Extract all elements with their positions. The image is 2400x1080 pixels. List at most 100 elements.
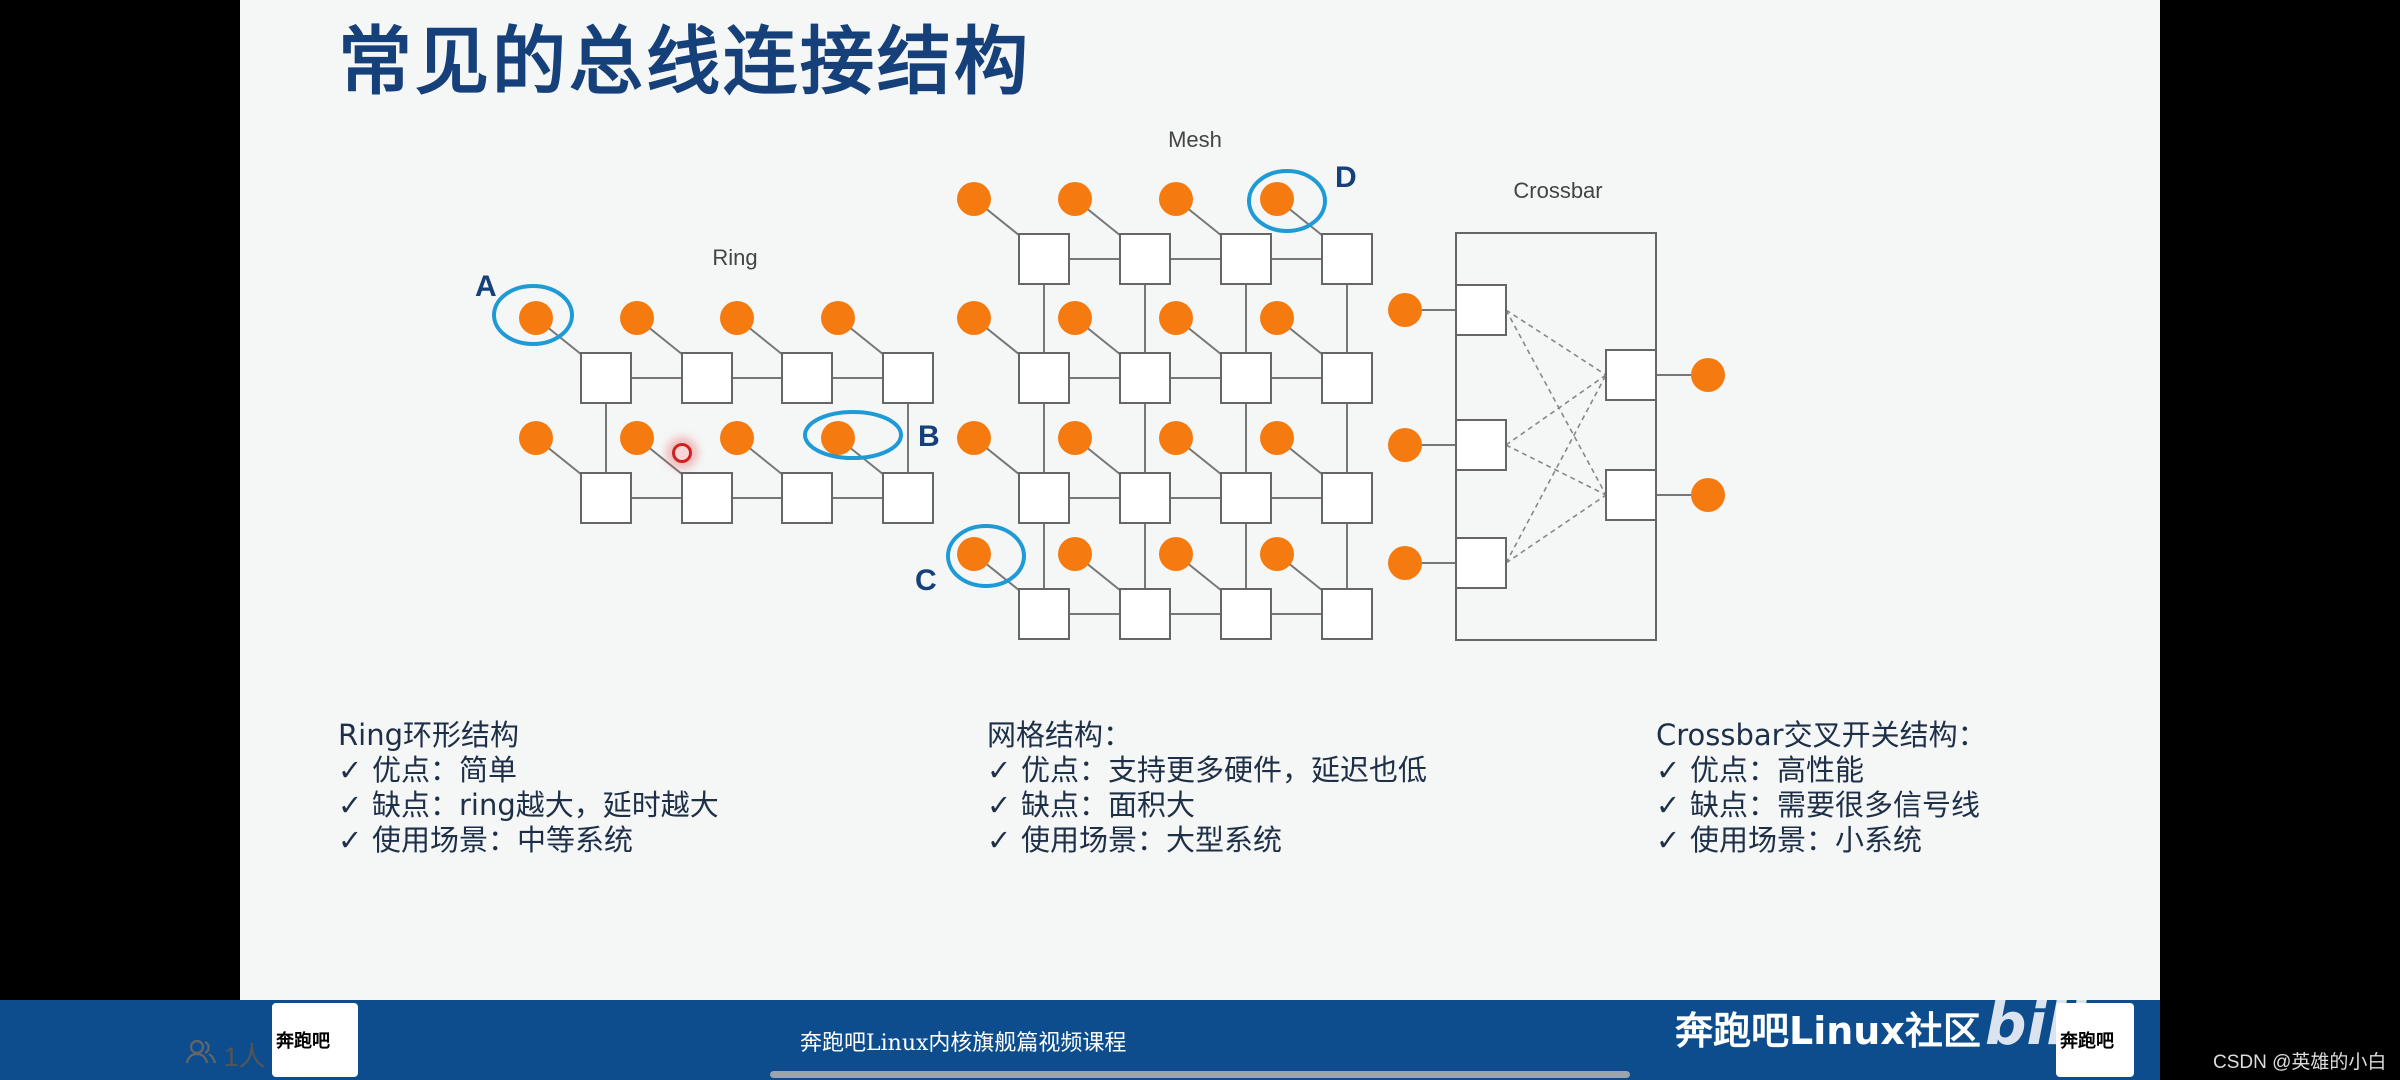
router-box [580,472,632,524]
penguin-logo-icon: 奔跑吧 [2056,1003,2134,1077]
label-a: A [475,270,497,303]
core-node [957,421,991,455]
crossbar-diagram [1388,232,1725,641]
core-node [1159,301,1193,335]
port-box [1455,284,1507,336]
router-box [1321,233,1373,285]
router-box [882,352,934,404]
router-box [1119,588,1171,640]
router-box [1018,588,1070,640]
core-node [1260,421,1294,455]
core-node [957,537,991,571]
crossbar-heading: Crossbar交叉开关结构： [1656,718,1987,752]
core-node [1159,421,1193,455]
router-box [1220,233,1272,285]
ring-heading: Ring环形结构 [338,718,519,752]
core-node [1058,182,1092,216]
core-node [957,301,991,335]
mesh-caption: Mesh [1168,127,1222,152]
mesh-heading: 网格结构： [987,718,1133,752]
router-box [1018,472,1070,524]
router-box [882,472,934,524]
core-node [720,301,754,335]
video-footer-bar [0,1000,2160,1080]
penguin-logo-icon: 奔跑吧 [272,1003,358,1077]
check-icon: ✓ [1656,823,1681,857]
label-c: C [915,564,937,597]
router-box [1220,472,1272,524]
check-icon: ✓ [1656,788,1681,822]
crossbar-link [1505,309,1607,496]
router-box [781,352,833,404]
router-box [1018,352,1070,404]
core-node [1388,546,1422,580]
list-item: ✓使用场景：小系统 [1656,823,1923,857]
crossbar-link [1505,444,1607,496]
crossbar-link [1505,374,1607,446]
list-item: ✓优点：支持更多硬件，延迟也低 [987,753,1428,787]
router-box [1119,472,1171,524]
label-d: D [1335,161,1357,194]
router-box [1119,352,1171,404]
list-item: ✓缺点：需要很多信号线 [1656,788,1981,822]
router-box [1018,233,1070,285]
highlight-b [803,410,903,460]
crossbar-description: Crossbar交叉开关结构： ✓优点：高性能 ✓缺点：需要很多信号线 ✓使用场… [1656,718,1987,858]
community-brand: 奔跑吧Linux社区 [1675,1009,1981,1053]
ring-diagram [492,284,934,524]
core-node [1058,537,1092,571]
list-item: ✓使用场景：大型系统 [987,823,1283,857]
router-box [580,352,632,404]
slide: 常见的总线连接结构 Ring Mesh Crossbar A B C D Rin… [240,0,2160,1000]
course-title: 奔跑吧Linux内核旗舰篇视频课程 [800,1031,1127,1056]
core-node [821,301,855,335]
router-box [681,352,733,404]
label-b: B [918,420,940,453]
video-progress-bar[interactable] [770,1071,1630,1078]
crossbar-caption: Crossbar [1513,178,1602,203]
router-box [1119,233,1171,285]
router-box [781,472,833,524]
csdn-watermark: CSDN @英雄的小白 [2213,1052,2387,1073]
core-node [1260,182,1294,216]
router-box [681,472,733,524]
core-node [720,421,754,455]
core-node [1691,478,1725,512]
check-icon: ✓ [338,753,363,787]
viewers-icon [185,1039,224,1070]
slide-title: 常见的总线连接结构 [338,19,1031,105]
highlight-c [946,524,1026,588]
list-item: ✓使用场景：中等系统 [338,823,634,857]
check-icon: ✓ [338,823,363,857]
port-box [1605,349,1657,401]
highlight-a [492,284,574,346]
core-node [1159,537,1193,571]
core-node [1691,358,1725,392]
core-node [957,182,991,216]
core-node [1058,301,1092,335]
list-item: ✓优点：简单 [338,753,518,787]
list-item: ✓缺点：ring越大，延时越大 [338,788,719,822]
crossbar-link [1505,309,1607,376]
core-node [1058,421,1092,455]
core-node [1159,182,1193,216]
router-box [1220,352,1272,404]
core-node [620,301,654,335]
router-box [1321,588,1373,640]
viewer-count: 1人 [185,1035,266,1074]
check-icon: ✓ [987,788,1012,822]
port-box [1455,419,1507,471]
ring-caption: Ring [712,245,757,270]
check-icon: ✓ [338,788,363,822]
mesh-description: 网格结构： ✓优点：支持更多硬件，延迟也低 ✓缺点：面积大 ✓使用场景：大型系统 [987,718,1427,858]
port-box [1455,537,1507,589]
highlight-d [1247,169,1327,233]
core-node [1260,537,1294,571]
core-node [1260,301,1294,335]
router-box [1321,352,1373,404]
check-icon: ✓ [987,753,1012,787]
crossbar-link [1505,374,1607,564]
core-node [1388,293,1422,327]
bus-topology-diagram: Ring Mesh Crossbar A B C D [475,127,1725,641]
crossbar-link [1505,494,1607,564]
